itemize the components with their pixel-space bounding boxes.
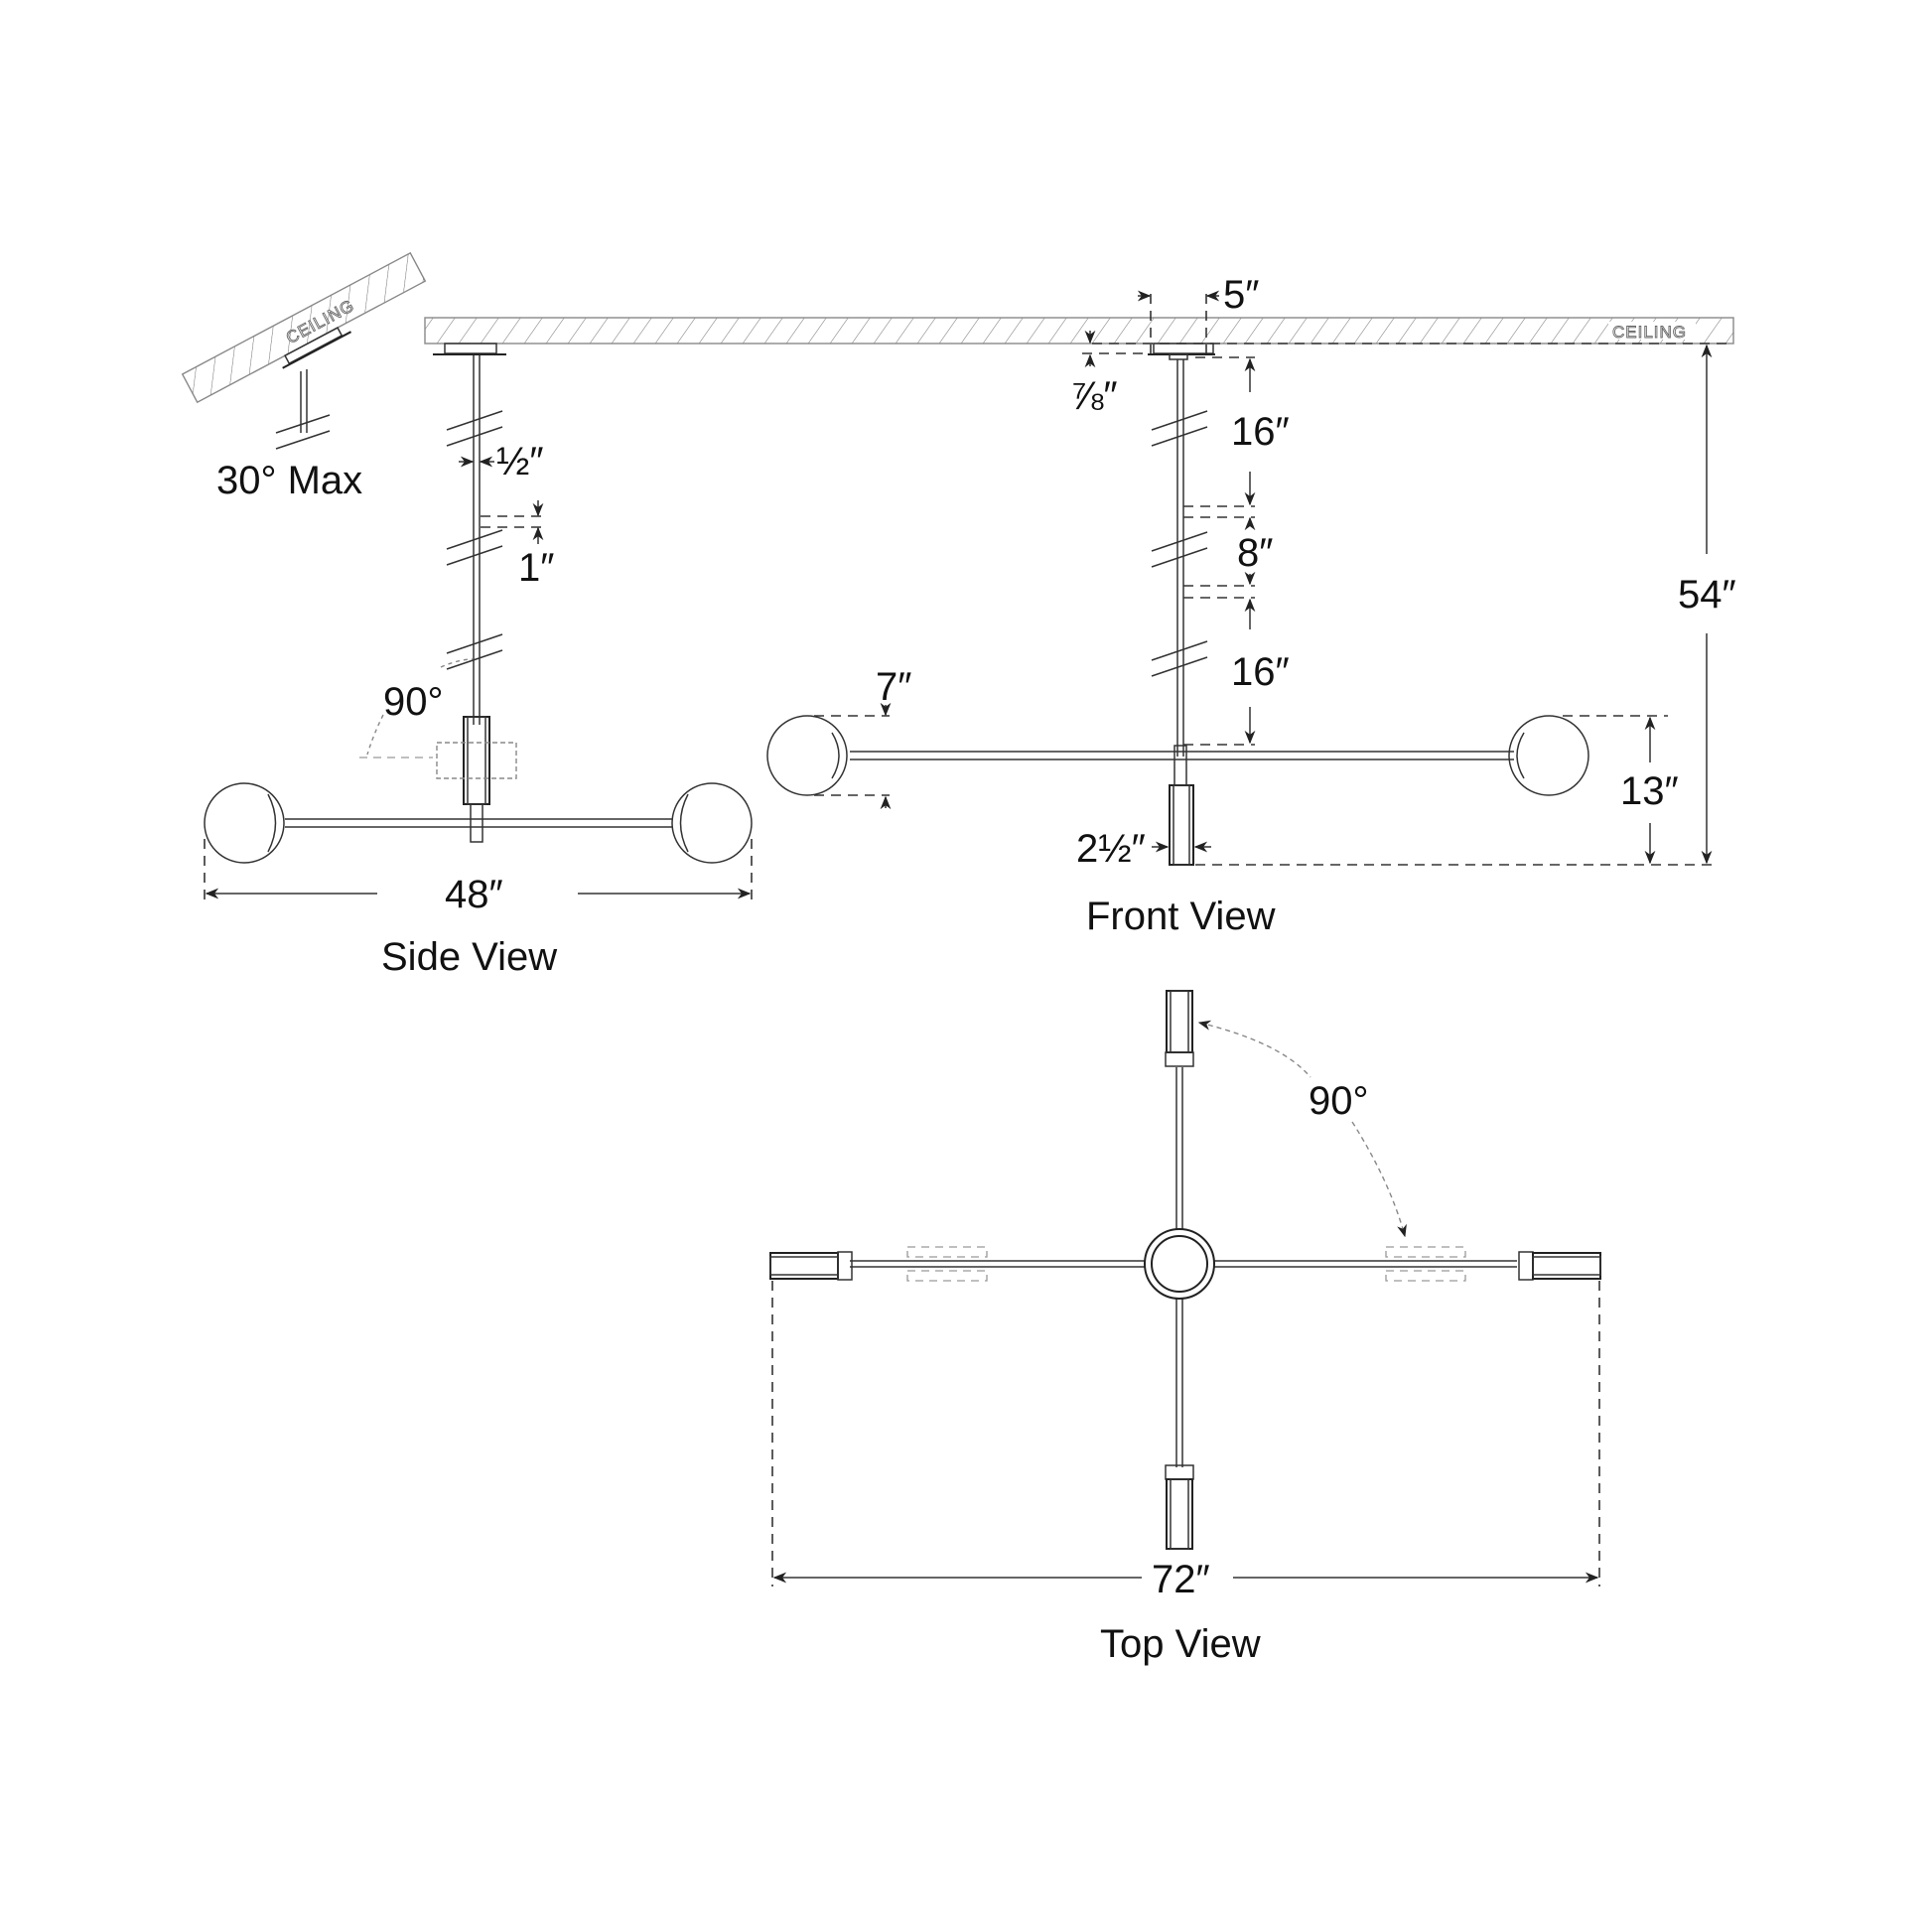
canopy-icon xyxy=(444,343,497,354)
front-fixture-height-dim: 13″ xyxy=(1620,769,1679,813)
front-stem-2-dim: 8″ xyxy=(1237,531,1273,575)
front-stem-1-dim: 16″ xyxy=(1231,410,1290,454)
side-stem-diameter-dim: ½″ xyxy=(496,440,544,483)
sloped-ceiling-max-label: 30° Max xyxy=(216,459,362,502)
front-view-title: Front View xyxy=(1086,895,1276,938)
front-globe-diameter-dim: 7″ xyxy=(876,665,911,709)
side-coupling-dim: 1″ xyxy=(518,546,554,590)
front-canopy-depth-dim: ⅞″ xyxy=(1070,374,1118,418)
top-view-title: Top View xyxy=(1100,1622,1261,1666)
side-overall-width-dim: 48″ xyxy=(445,873,503,916)
ceiling-label: CEILING xyxy=(1612,323,1687,342)
front-canopy-diameter-dim: 5″ xyxy=(1223,273,1259,317)
canopy-icon xyxy=(1153,343,1214,354)
top-view: 90° 72″ Top View xyxy=(769,990,1601,1666)
front-stem-3-dim: 16″ xyxy=(1231,650,1290,694)
front-overall-height-dim: 54″ xyxy=(1678,573,1736,617)
globe-icon xyxy=(204,782,285,864)
globe-icon xyxy=(766,715,848,796)
side-view: ½″ 1″ 90° 48″ Side View xyxy=(204,343,753,979)
top-rotation-angle-dim: 90° xyxy=(1309,1079,1369,1123)
hub-icon xyxy=(1144,1228,1215,1300)
sloped-ceiling-detail: CEILING 30° Max xyxy=(181,251,427,502)
top-overall-span-dim: 72″ xyxy=(1152,1558,1210,1601)
ghost-positions xyxy=(906,1246,1466,1282)
front-view: 5″ ⅞″ 16″ 8″ 16″ xyxy=(766,273,1736,938)
ceiling-strip: CEILING xyxy=(424,317,1734,345)
globe-icon xyxy=(1508,715,1589,796)
front-body-width-dim: 2½″ xyxy=(1076,827,1146,871)
globe-icon xyxy=(671,782,753,864)
side-swivel-angle-dim: 90° xyxy=(383,680,444,724)
side-view-title: Side View xyxy=(381,935,557,979)
